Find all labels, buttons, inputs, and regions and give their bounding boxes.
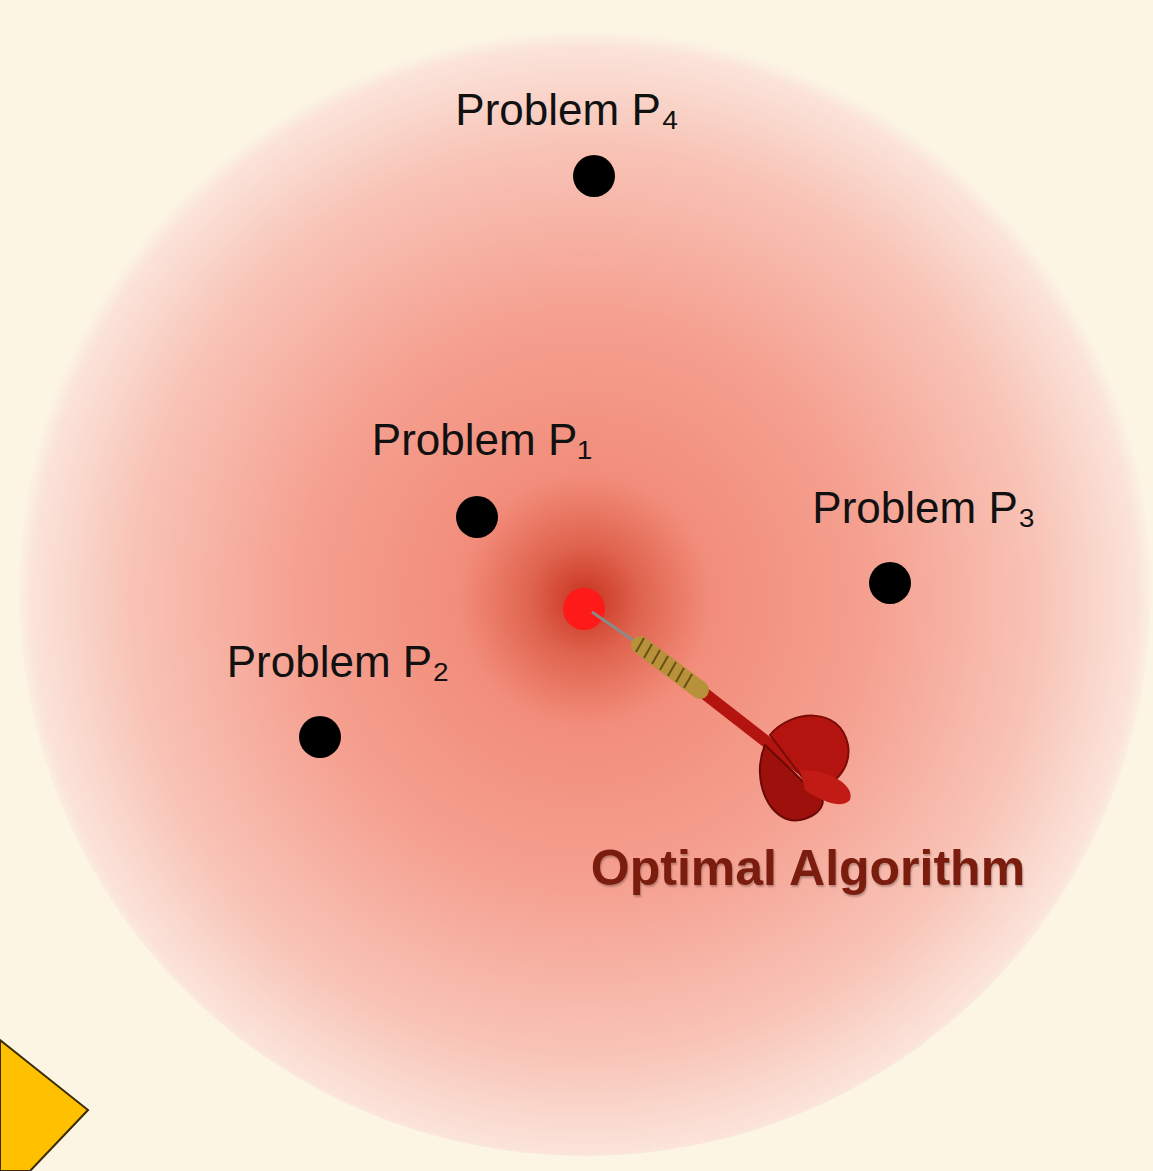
title-callout: Optimal Algorithm [591, 841, 1025, 896]
problem-dot [573, 155, 615, 197]
problem-dot [869, 562, 911, 604]
problem-label: Problem P₁ [372, 416, 592, 464]
problem-dot [456, 496, 498, 538]
arrow-shape [0, 1040, 88, 1171]
problem-dot [299, 716, 341, 758]
problem-label: Problem P₄ [455, 86, 678, 134]
optimum-dot [563, 588, 605, 630]
problem-label: Problem P₃ [812, 484, 1035, 532]
target-region [19, 24, 1151, 1156]
dart [592, 612, 851, 820]
problem-label: Problem P₂ [227, 638, 450, 686]
